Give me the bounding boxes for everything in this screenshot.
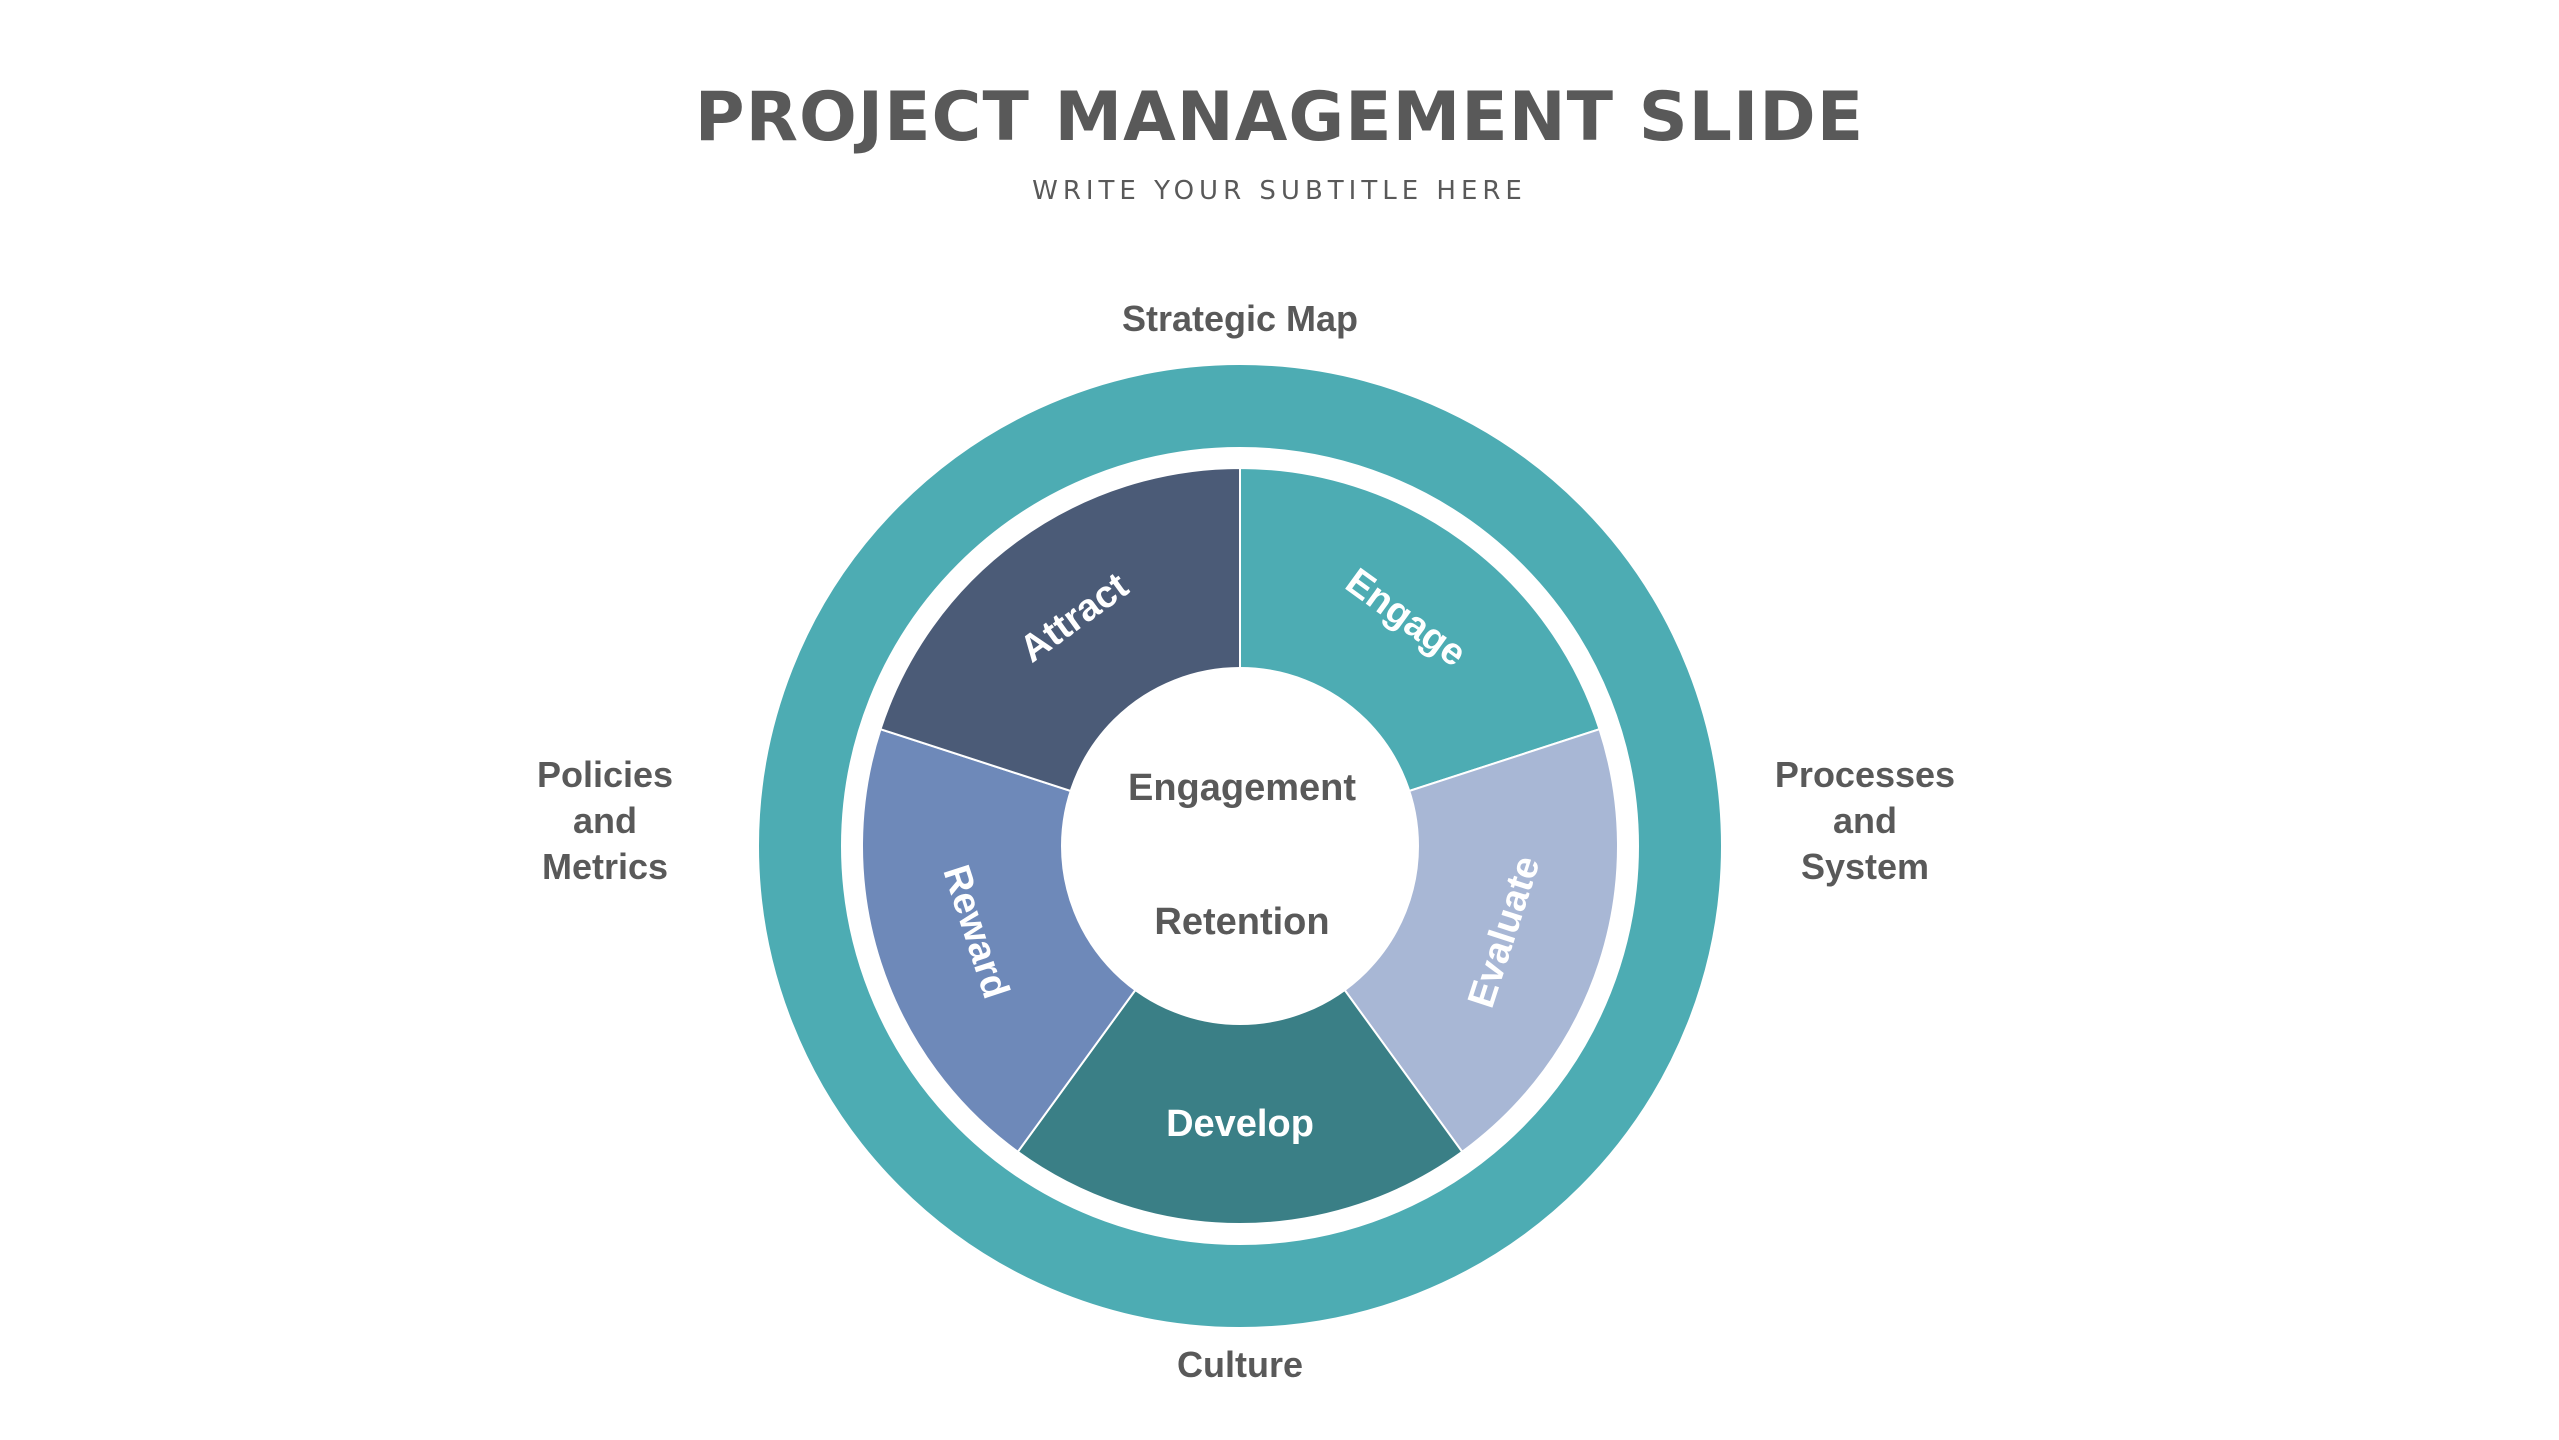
label-left-line: Policies	[536, 754, 674, 795]
label-culture: Culture	[1177, 1344, 1303, 1385]
center-label-engagement: Engagement	[1128, 767, 1356, 809]
center-hub	[1061, 667, 1419, 1025]
segment-develop	[1016, 844, 1464, 1225]
label-strategic-map: Strategic Map	[1121, 298, 1359, 339]
outer-ring	[759, 365, 1721, 1327]
label-left-line: and	[572, 800, 637, 841]
label-right-line: System	[1800, 846, 1930, 887]
label-processes-and-system: Processes and System	[1700, 752, 2030, 890]
label-right-line: and	[1832, 800, 1897, 841]
segment-label-develop: Develop	[1166, 1103, 1314, 1145]
label-left-line: Metrics	[541, 846, 669, 887]
label-right-line: Processes	[1774, 754, 1956, 795]
label-policies-and-metrics: Policies and Metrics	[440, 752, 770, 890]
slide-title: PROJECT MANAGEMENT SLIDE	[694, 78, 1865, 157]
center-label-retention: Retention	[1154, 901, 1329, 943]
slide-subtitle: WRITE YOUR SUBTITLE HERE	[1032, 176, 1527, 206]
